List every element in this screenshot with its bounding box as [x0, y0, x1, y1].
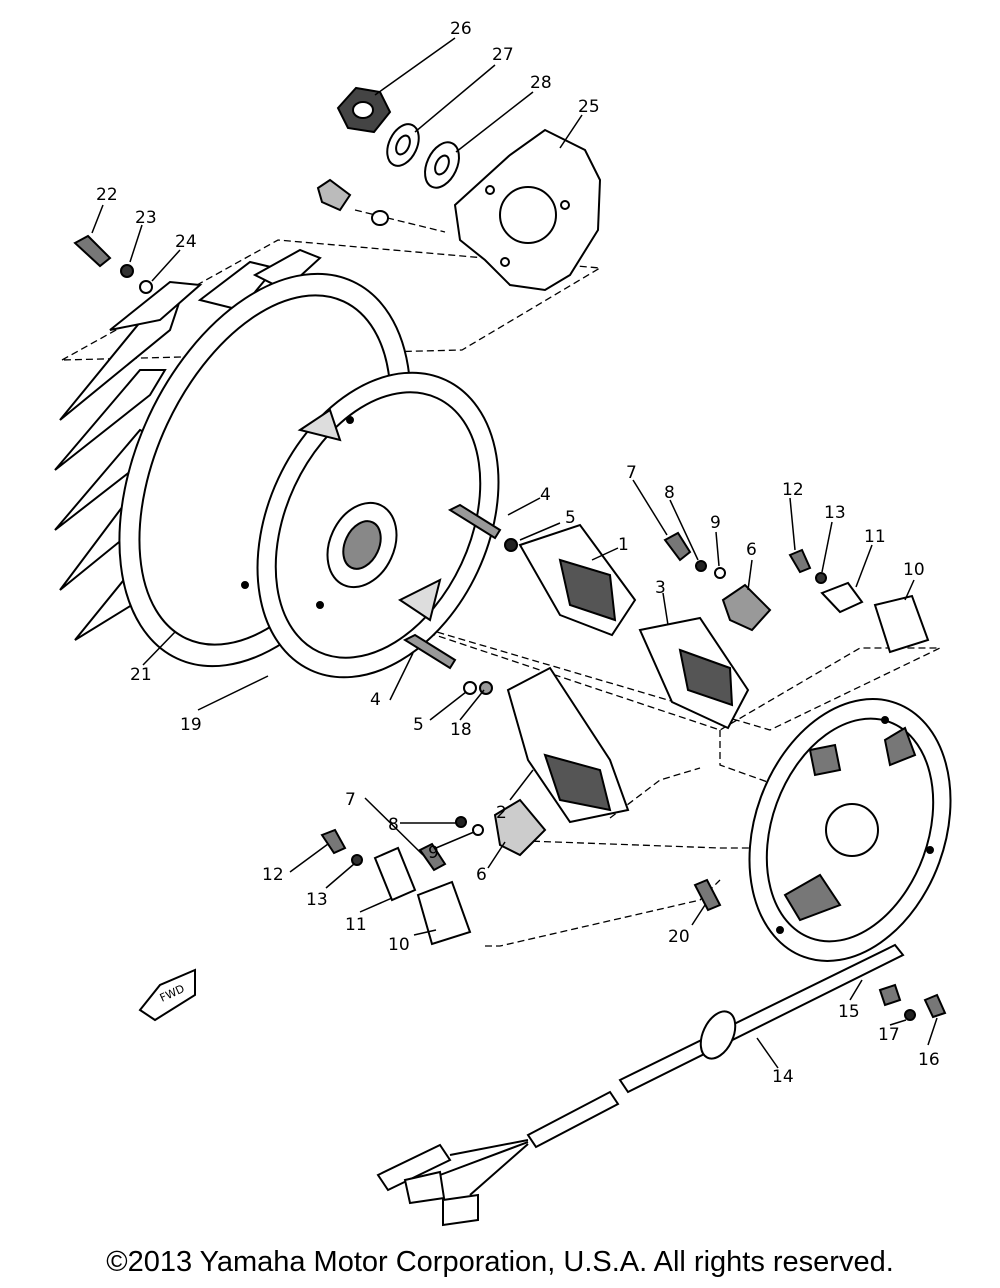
callout-10-upper: 10 [903, 560, 925, 580]
callout-7-lower: 7 [345, 790, 356, 810]
callout-11-upper: 11 [864, 527, 886, 547]
screws [402, 503, 518, 695]
callout-13-upper: 13 [824, 503, 846, 523]
callout-14: 14 [772, 1067, 794, 1087]
callout-20: 20 [668, 927, 690, 947]
callout-numbers: 26 27 28 25 22 23 24 21 19 4 5 1 3 7 8 9… [96, 19, 940, 1087]
callout-21: 21 [130, 665, 152, 685]
coil-1 [518, 523, 637, 637]
callout-17: 17 [878, 1025, 900, 1045]
coil-2 [506, 666, 630, 824]
callout-15: 15 [838, 1002, 860, 1022]
callout-4-upper: 4 [540, 485, 551, 505]
callout-26: 26 [450, 19, 472, 39]
callout-24: 24 [175, 232, 197, 252]
left-points-assembly [320, 798, 547, 946]
callout-5-lower: 5 [413, 715, 424, 735]
callout-5-upper: 5 [565, 508, 576, 528]
callout-9-upper: 9 [710, 513, 721, 533]
callout-4-lower: 4 [370, 690, 381, 710]
callout-7-upper: 7 [626, 463, 637, 483]
coil-3 [638, 616, 750, 730]
right-points-assembly [663, 531, 930, 654]
callout-12-upper: 12 [782, 480, 804, 500]
callout-2: 2 [496, 803, 507, 823]
callout-16: 16 [918, 1050, 940, 1070]
callout-8-upper: 8 [664, 483, 675, 503]
stator-plate [693, 698, 952, 962]
callout-18: 18 [450, 720, 472, 740]
copyright-notice: ©2013 Yamaha Motor Corporation, U.S.A. A… [106, 1246, 894, 1278]
washers [316, 123, 460, 226]
callout-27: 27 [492, 45, 514, 65]
bolt-set-left [73, 234, 153, 294]
callout-6-lower: 6 [476, 865, 487, 885]
callout-13-lower: 13 [306, 890, 328, 910]
callout-9-lower: 9 [428, 843, 439, 863]
callout-25: 25 [578, 97, 600, 117]
callout-22: 22 [96, 185, 118, 205]
rotor-hub [241, 371, 500, 679]
callout-19: 19 [180, 715, 202, 735]
callout-10-lower: 10 [388, 935, 410, 955]
callout-8-lower: 8 [388, 815, 399, 835]
timing-plate [453, 128, 602, 292]
callout-12-lower: 12 [262, 865, 284, 885]
callout-6-upper: 6 [746, 540, 757, 560]
callout-11-lower: 11 [345, 915, 367, 935]
callout-3: 3 [655, 578, 666, 598]
fwd-arrow-icon: FWD [138, 968, 196, 1022]
callout-28: 28 [530, 73, 552, 93]
callout-23: 23 [135, 208, 157, 228]
callout-1: 1 [618, 535, 629, 555]
flywheel-nut [336, 86, 392, 134]
lead-wire-cable [376, 943, 947, 1227]
exploded-parts-diagram: FWD [54, 19, 952, 1227]
leader-lines [91, 37, 938, 1069]
